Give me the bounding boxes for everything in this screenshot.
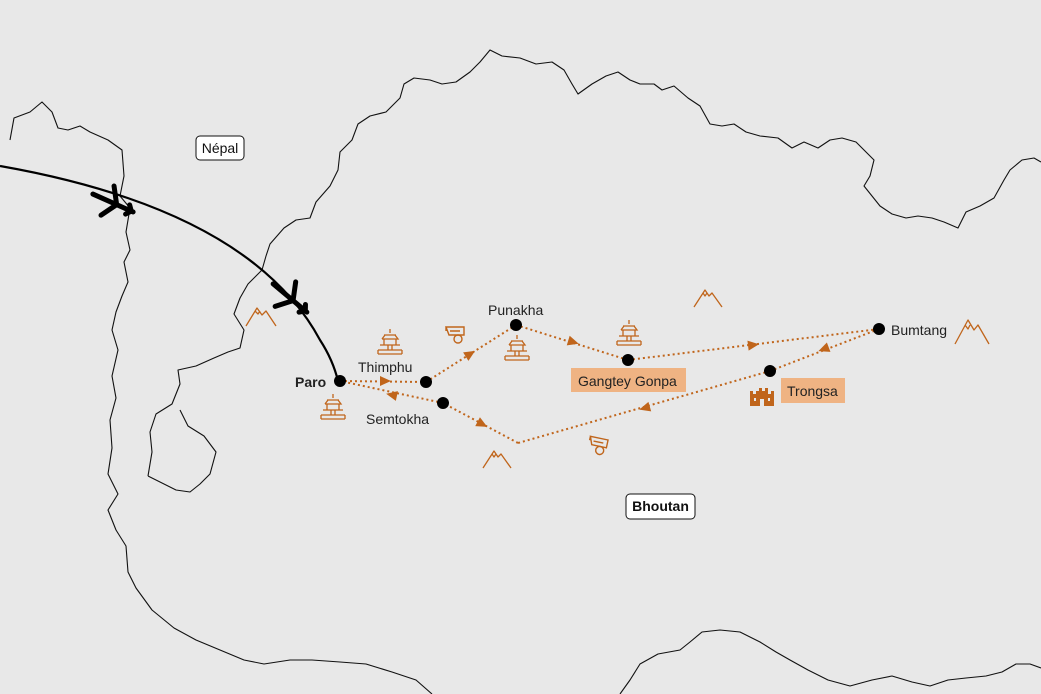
- route-arrows: [380, 335, 831, 427]
- route-paro-thimphu: [339, 380, 427, 383]
- route-arrow: [475, 417, 488, 427]
- route-arrow: [386, 391, 398, 401]
- label-trongsa: Trongsa: [787, 383, 838, 399]
- city-dot-trongsa[interactable]: [764, 365, 776, 377]
- mountain-icon: [245, 307, 277, 327]
- label-semtokha: Semtokha: [366, 411, 429, 427]
- cart-icon: [588, 435, 609, 456]
- temple-icon: [377, 329, 403, 355]
- route-arrow: [380, 376, 391, 386]
- country-label-nepal: Népal: [195, 135, 245, 161]
- route-arrow: [747, 340, 759, 351]
- svg-text:Népal: Népal: [202, 140, 239, 156]
- label-punakha: Punakha: [488, 302, 543, 318]
- city-dot-thimphu[interactable]: [420, 376, 432, 388]
- label-gangtey: Gangtey Gonpa: [578, 373, 677, 389]
- border-west-loop: [147, 409, 217, 493]
- border-south: [619, 629, 1041, 694]
- temple-icon: [616, 320, 642, 346]
- svg-text:Bhoutan: Bhoutan: [632, 498, 689, 514]
- gangtey-highlight: [571, 368, 686, 392]
- border-inner-nepal: [147, 49, 1041, 477]
- mountain-icon: [482, 450, 512, 469]
- temple-icon: [504, 335, 530, 361]
- label-bumtang: Bumtang: [891, 322, 947, 338]
- plane-icon: [270, 279, 310, 315]
- temple-icon: [320, 394, 346, 420]
- border-north: [9, 101, 433, 694]
- label-paro: Paro: [295, 374, 326, 390]
- city-dot-bumtang[interactable]: [873, 323, 885, 335]
- country-label-bhoutan: Bhoutan: [625, 493, 696, 520]
- city-dot-gangtey[interactable]: [622, 354, 634, 366]
- country-borders: [9, 49, 1041, 694]
- city-dot-paro[interactable]: [334, 375, 346, 387]
- mountain-icon: [693, 289, 723, 308]
- label-thimphu: Thimphu: [358, 359, 412, 375]
- cart-icon: [444, 326, 465, 344]
- route-south-semtokha: [442, 402, 519, 444]
- route-arrow: [818, 342, 831, 352]
- route-arrow: [639, 401, 652, 412]
- route-arrow: [566, 335, 579, 346]
- flight-path: [0, 164, 340, 382]
- city-dot-semtokha[interactable]: [437, 397, 449, 409]
- trongsa-highlight: [781, 378, 845, 403]
- castle-icon: [750, 388, 774, 406]
- city-dot-punakha[interactable]: [510, 319, 522, 331]
- plane-icon: [90, 183, 136, 218]
- mountain-icon: [954, 319, 990, 345]
- route-arrow: [463, 350, 476, 361]
